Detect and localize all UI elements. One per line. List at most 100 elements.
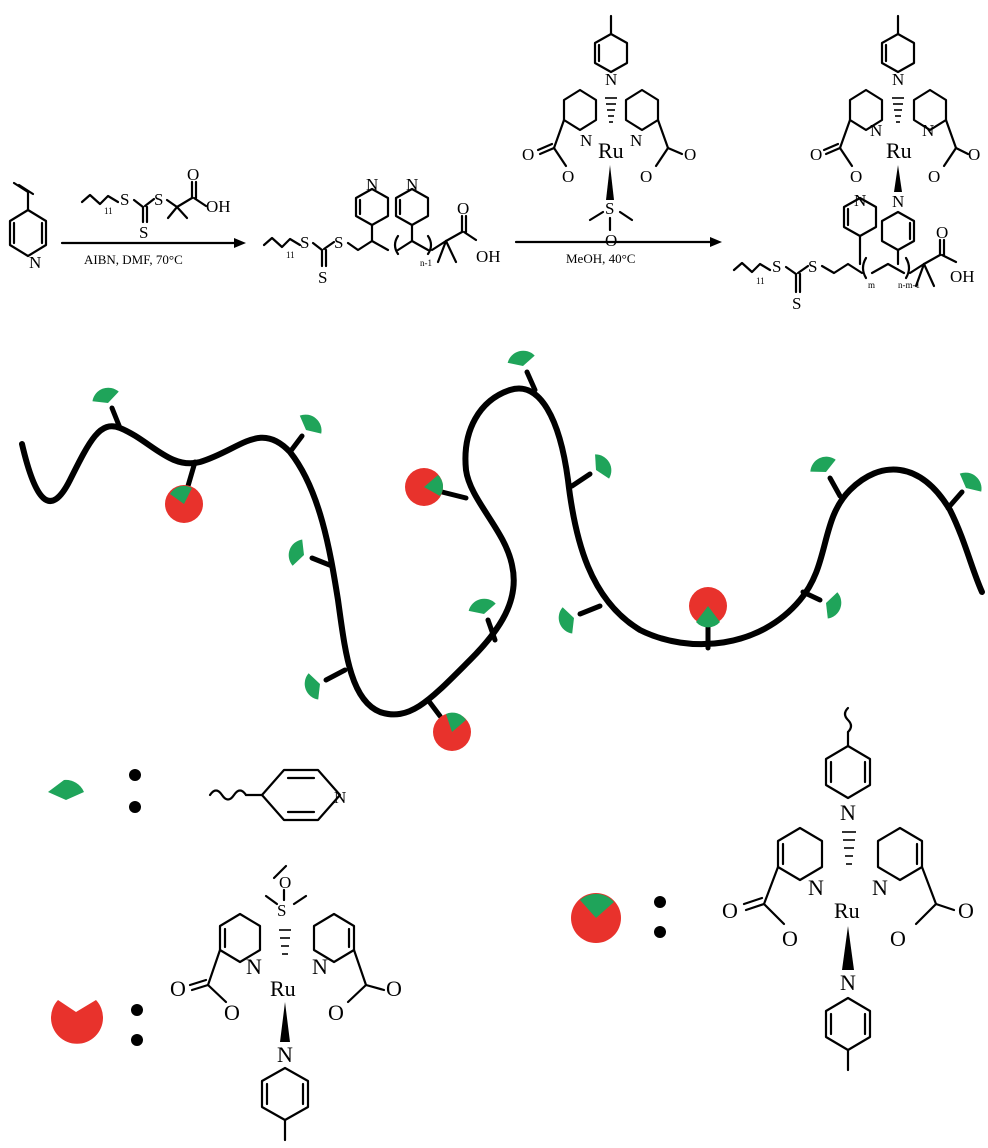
raft-o: O bbox=[187, 165, 199, 184]
legend2-o2: O bbox=[224, 1000, 240, 1025]
r-o4: O bbox=[640, 167, 652, 186]
pyridine-pendant bbox=[466, 595, 498, 643]
p2-n-right: N bbox=[922, 121, 934, 140]
r-o1: O bbox=[522, 145, 534, 164]
p2-o1: O bbox=[810, 145, 822, 164]
legend2-n-left: N bbox=[246, 954, 262, 979]
r-n-right: N bbox=[630, 131, 642, 150]
p1-sub-n1: n-1 bbox=[420, 258, 432, 268]
chain-backbone bbox=[19, 385, 985, 718]
pyridine-pendant bbox=[287, 409, 327, 455]
legend2-o-top: O bbox=[279, 873, 291, 892]
pyridine-pendant bbox=[505, 347, 538, 393]
p2-o4: O bbox=[928, 167, 940, 186]
legend3-o2: O bbox=[782, 926, 798, 951]
polymer-chain-cartoon bbox=[19, 347, 987, 751]
pyridine-pendant bbox=[554, 603, 603, 637]
legend3-hash-bond bbox=[842, 831, 856, 865]
r-o5: O bbox=[605, 231, 617, 250]
p2-sub-11: 11 bbox=[756, 276, 765, 286]
p1-oh: OH bbox=[476, 247, 501, 266]
step2-conditions: MeOH, 40°C bbox=[566, 251, 635, 266]
r-o3: O bbox=[684, 145, 696, 164]
p1-s2: S bbox=[318, 268, 327, 287]
p1-n2: N bbox=[406, 175, 418, 194]
legend-red-circle-green-wedge: N N N Ru O O O O bbox=[571, 706, 974, 1072]
p1-sub-11: 11 bbox=[286, 250, 295, 260]
raft-s1: S bbox=[120, 190, 129, 209]
p2-sub-m: m bbox=[868, 280, 875, 290]
raft-s3: S bbox=[154, 190, 163, 209]
legend: N O S N N Ru bbox=[48, 706, 974, 1142]
legend2-s: S bbox=[277, 901, 286, 920]
pyridine-pendant bbox=[89, 383, 123, 431]
p1-n1: N bbox=[366, 175, 378, 194]
r-o2: O bbox=[562, 167, 574, 186]
legend2-o3: O bbox=[386, 976, 402, 1001]
p2-ru: Ru bbox=[886, 138, 912, 163]
pyridine-pendant bbox=[300, 667, 348, 703]
p2-n-top: N bbox=[892, 70, 904, 89]
raft-oh: OH bbox=[206, 197, 231, 216]
r-s: S bbox=[605, 199, 614, 218]
ru-dmso-pic-reagent: N N N Ru O O O O S O bbox=[522, 14, 696, 250]
legend1-n: N bbox=[334, 788, 346, 807]
legend2-n-pic: N bbox=[277, 1042, 293, 1067]
hash-bond-top bbox=[605, 97, 617, 123]
p1-s3: S bbox=[334, 233, 343, 252]
legend3-n-top: N bbox=[840, 800, 856, 825]
p2-s3: S bbox=[808, 257, 817, 276]
legend2-ru: Ru bbox=[270, 976, 296, 1001]
vinylpyridine-monomer: N bbox=[8, 181, 48, 272]
r-ru: Ru bbox=[598, 138, 624, 163]
legend3-n-right: N bbox=[872, 875, 888, 900]
legend2-hash-bond bbox=[279, 929, 291, 955]
legend3-n-bottom: N bbox=[840, 970, 856, 995]
pyridine-pendant bbox=[284, 536, 335, 569]
p2-n-left: N bbox=[870, 121, 882, 140]
reaction-arrow-2: MeOH, 40°C bbox=[514, 237, 722, 266]
legend3-n-left: N bbox=[808, 875, 824, 900]
legend-green-wedge: N bbox=[48, 768, 346, 822]
p1-o: O bbox=[457, 199, 469, 218]
ru-grafted-polymer: N N N Ru O O O O N N 11 S bbox=[732, 14, 980, 313]
legend2-o1: O bbox=[170, 976, 186, 1001]
ru-complex-pendant bbox=[165, 459, 203, 523]
legend3-o3: O bbox=[958, 898, 974, 923]
monomer-n-label: N bbox=[29, 253, 41, 272]
p2-o-acid: O bbox=[936, 223, 948, 242]
r-n-left: N bbox=[580, 131, 592, 150]
p2-n-free: N bbox=[854, 191, 866, 210]
ru-complex-pendant bbox=[689, 587, 727, 651]
pyridine-pendant bbox=[569, 450, 617, 489]
legend-red-pacman: O S N N Ru O O O bbox=[51, 864, 402, 1142]
legend2-o4: O bbox=[328, 1000, 344, 1025]
pyridine-pendant bbox=[806, 452, 843, 499]
legend2-n-right: N bbox=[312, 954, 328, 979]
r-n-top: N bbox=[605, 70, 617, 89]
p2-n-lower: N bbox=[892, 192, 904, 211]
p2-sub-nm1: n-m-1 bbox=[898, 280, 920, 290]
p1-s1: S bbox=[300, 233, 309, 252]
ru-complex-pendant bbox=[405, 468, 469, 506]
p2-s2: S bbox=[792, 294, 801, 313]
legend3-o1: O bbox=[722, 898, 738, 923]
step1-conditions: AIBN, DMF, 70°C bbox=[84, 252, 183, 267]
legend3-ru: Ru bbox=[834, 898, 860, 923]
pyridine-pendant bbox=[945, 467, 987, 511]
raft-s2: S bbox=[139, 223, 148, 242]
p2-o2: O bbox=[850, 167, 862, 186]
p2-s1: S bbox=[772, 257, 781, 276]
raft-sub-11: 11 bbox=[104, 206, 113, 216]
p2-o3: O bbox=[968, 145, 980, 164]
ru-complex-pendant bbox=[425, 697, 471, 751]
p2-hash-bond bbox=[892, 97, 904, 123]
raft-agent: 11 S S S O OH bbox=[80, 165, 231, 242]
p2-oh: OH bbox=[950, 267, 975, 286]
pyridine-pendant bbox=[800, 589, 846, 622]
p4vp-polymer: 11 S S S N N n-1 O OH bbox=[262, 175, 501, 287]
reaction-arrow-1: AIBN, DMF, 70°C bbox=[60, 238, 246, 267]
legend3-o4: O bbox=[890, 926, 906, 951]
